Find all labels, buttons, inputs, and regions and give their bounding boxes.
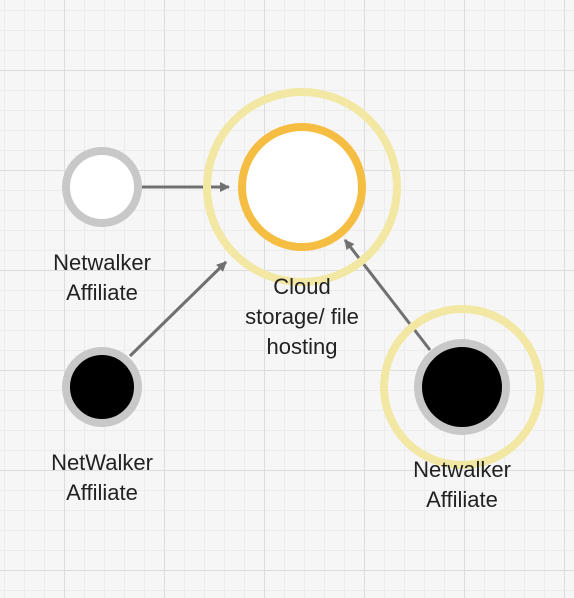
affiliate-bottom-circle [62,347,142,427]
node-affiliate-right[interactable] [380,305,544,469]
cloud-node-circle [238,123,366,251]
node-affiliate-bottom[interactable] [62,347,142,427]
affiliate-bottom-label: NetWalker Affiliate [51,450,153,505]
affiliate-right-highlight-halo [380,305,544,469]
affiliate-top-circle [62,147,142,227]
node-cloud-storage[interactable] [203,88,401,286]
edge-affiliate-bottom-to-cloud [128,260,228,358]
affiliate-right-circle [414,339,510,435]
node-affiliate-top[interactable] [62,147,142,227]
cloud-storage-label: Cloud storage/ file hosting [245,274,359,359]
cloud-highlight-halo [203,88,401,286]
affiliate-right-label: Netwalker Affiliate [413,457,511,512]
affiliate-top-label: Netwalker Affiliate [53,250,151,305]
